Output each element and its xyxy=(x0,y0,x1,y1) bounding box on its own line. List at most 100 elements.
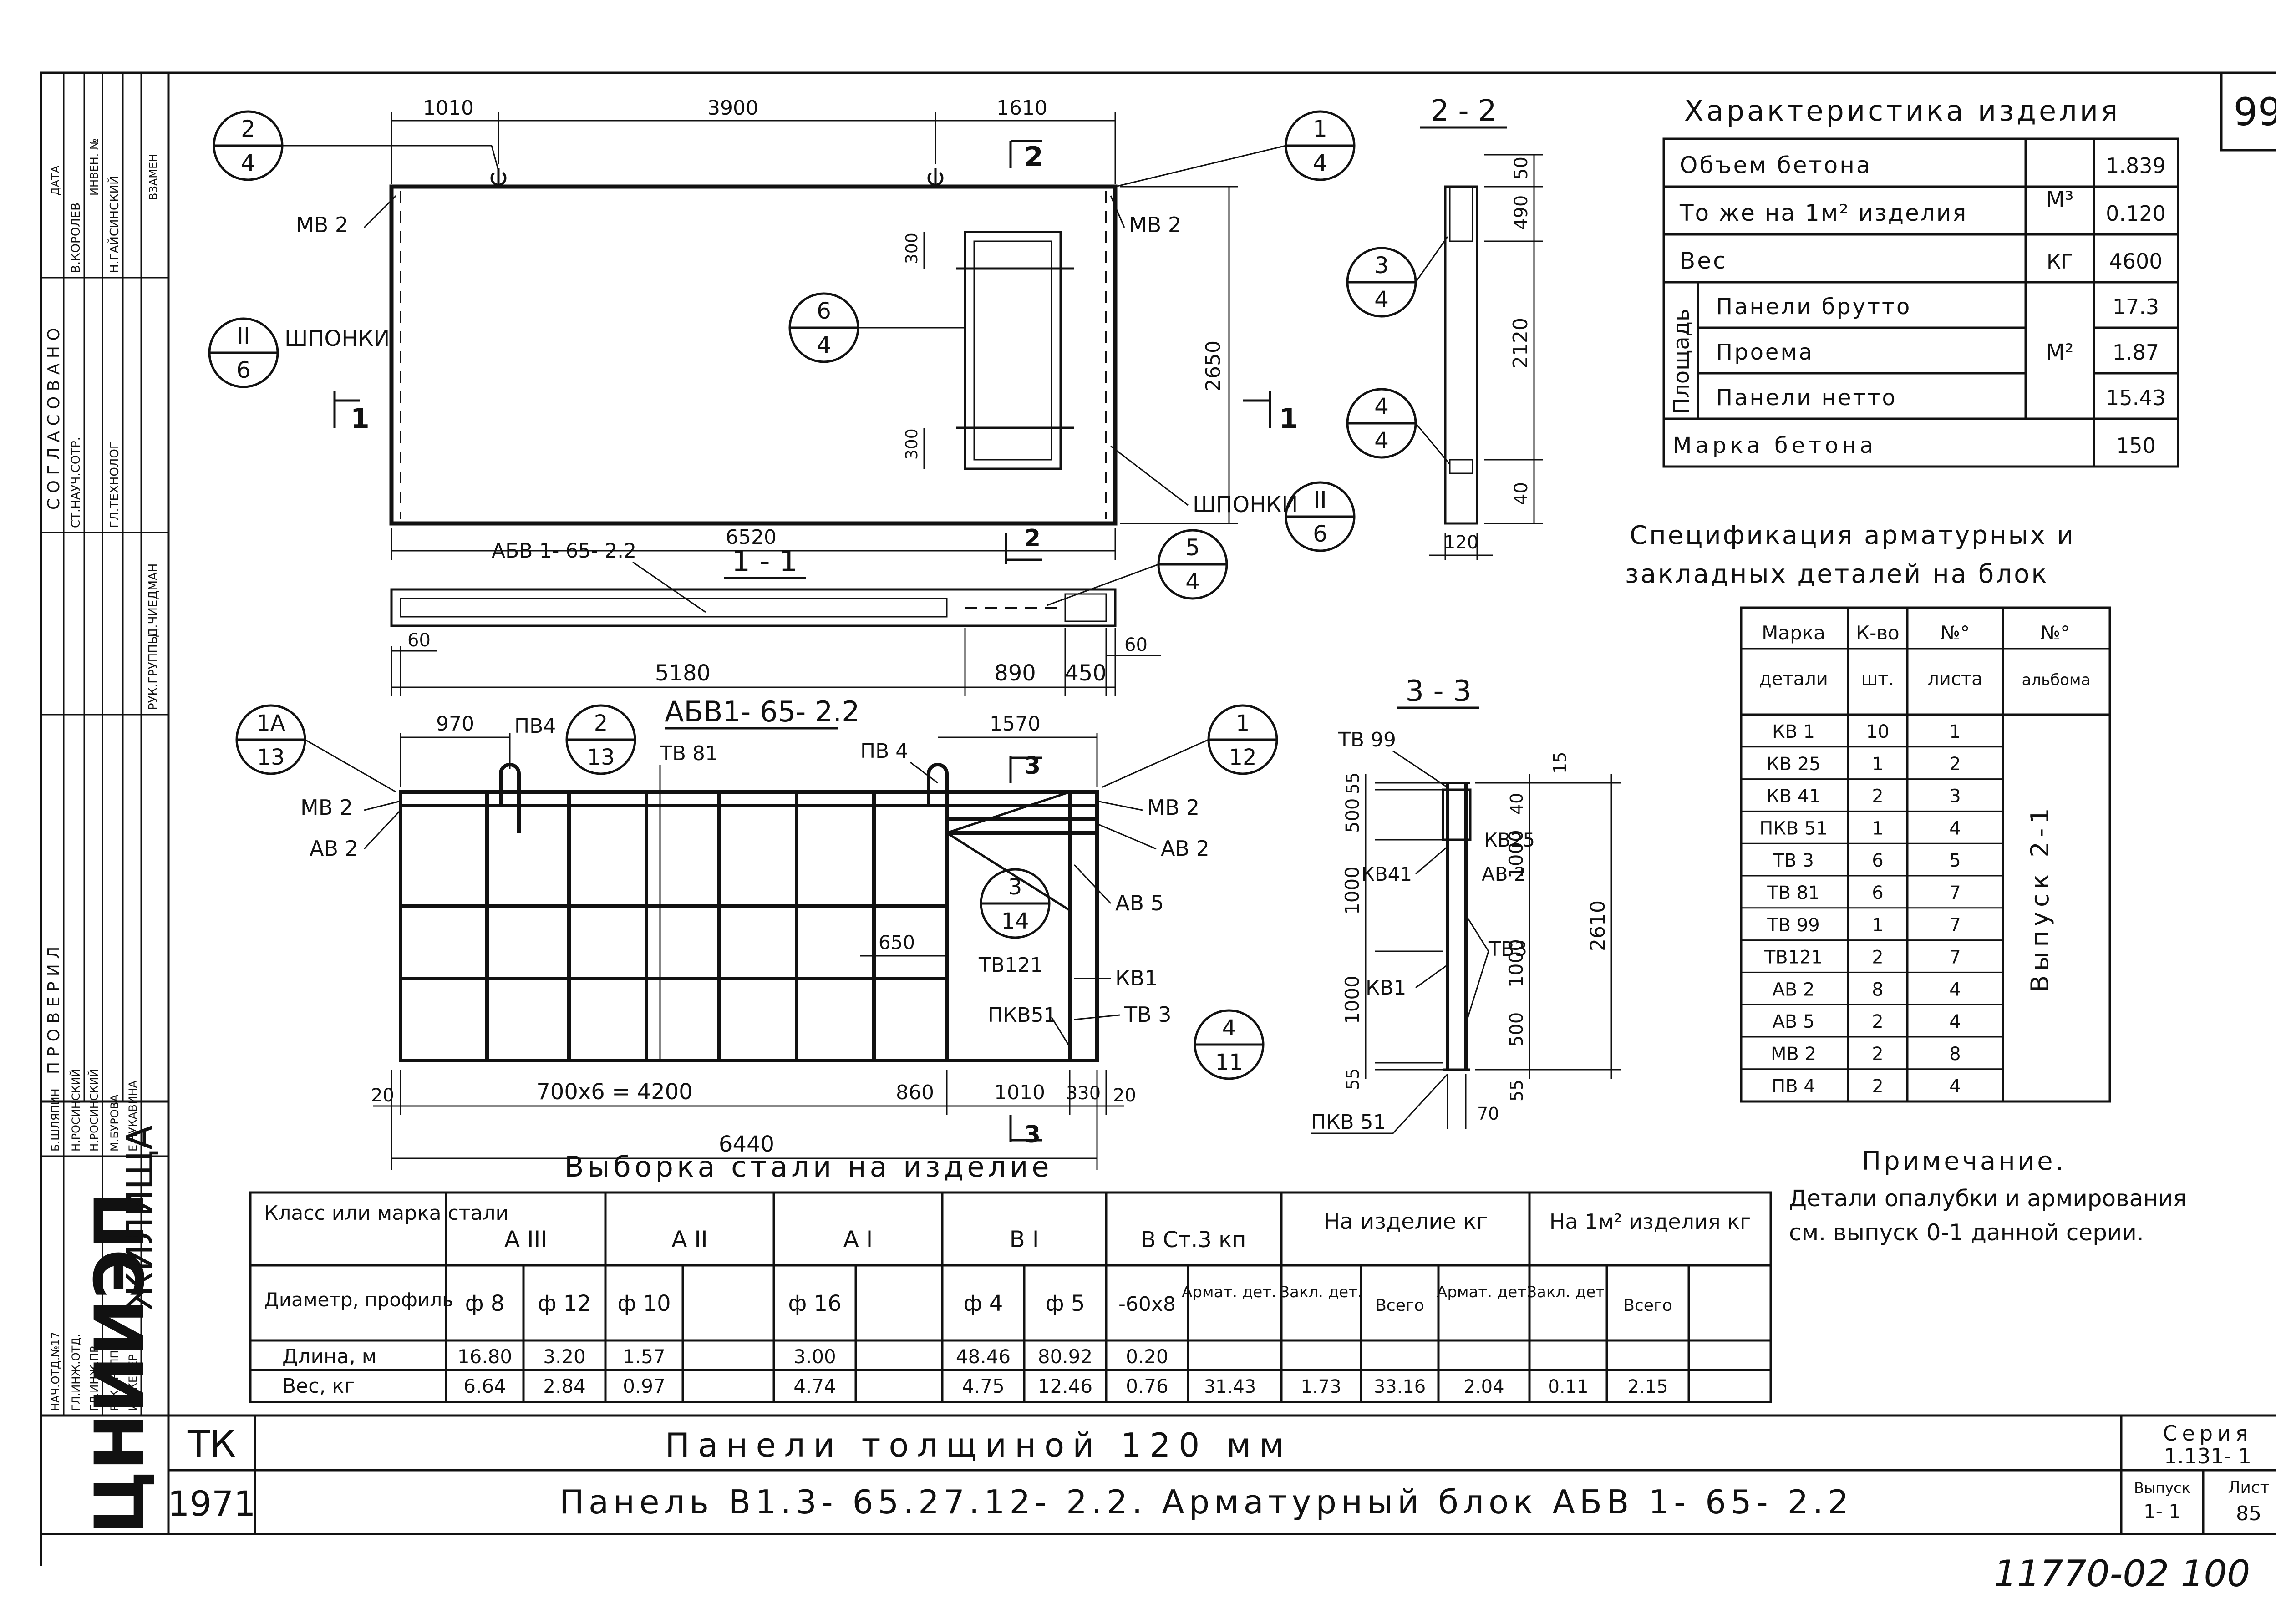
svg-text:2: 2 xyxy=(1024,525,1041,552)
spec-cell: ПКВ 51 xyxy=(1759,818,1828,839)
svg-text:3: 3 xyxy=(1024,752,1041,780)
svg-text:60: 60 xyxy=(407,630,431,651)
svg-text:150: 150 xyxy=(2116,433,2156,458)
svg-text:На 1м² изделия кг: На 1м² изделия кг xyxy=(1550,1209,1751,1234)
svg-text:4: 4 xyxy=(1374,393,1389,420)
svg-text:Закл. дет.: Закл. дет. xyxy=(1527,1283,1610,1301)
svg-text:АБВ1- 65- 2.2: АБВ1- 65- 2.2 xyxy=(665,695,860,728)
svg-text:ШПОНКИ: ШПОНКИ xyxy=(1193,492,1298,518)
section-2-2-callout-3-4: 3 4 xyxy=(1346,236,1448,318)
spec-cell: КВ 1 xyxy=(1772,721,1815,742)
svg-text:ф 8: ф 8 xyxy=(465,1291,505,1316)
svg-text:15: 15 xyxy=(1550,752,1570,774)
svg-text:Серия: Серия xyxy=(2163,1421,2252,1446)
svg-text:ПВ4: ПВ4 xyxy=(514,715,556,738)
spec-cell: АВ 2 xyxy=(1773,979,1815,1000)
steel-total-cell: 33.16 xyxy=(1374,1376,1426,1397)
svg-text:6: 6 xyxy=(236,357,251,383)
svg-text:КВ1: КВ1 xyxy=(1115,966,1158,990)
svg-text:50: 50 xyxy=(1511,157,1532,180)
svg-text:1000: 1000 xyxy=(1341,975,1363,1024)
svg-text:КВ1: КВ1 xyxy=(1366,976,1406,1000)
svg-text:АВ 2: АВ 2 xyxy=(1161,836,1209,861)
plan-callout-1-4: 1 4 xyxy=(1115,110,1356,188)
svg-text:Лист: Лист xyxy=(2228,1478,2269,1497)
spec-cell: 7 xyxy=(1949,883,1961,903)
steel-weight-cell: 6.64 xyxy=(463,1375,506,1397)
svg-text:ТВ 99: ТВ 99 xyxy=(1338,728,1396,751)
svg-text:970: 970 xyxy=(436,712,474,736)
svg-text:20: 20 xyxy=(1113,1085,1136,1106)
specification-table: Спецификация арматурных и закладных дета… xyxy=(1625,521,2111,1103)
svg-text:АВ 2: АВ 2 xyxy=(1482,863,1526,885)
spec-cell: 2 xyxy=(1872,947,1883,968)
svg-text:В.КОРОЛЕВ: В.КОРОЛЕВ xyxy=(69,203,83,273)
svg-text:2120: 2120 xyxy=(1509,318,1532,369)
spec-cell: 1 xyxy=(1872,754,1883,775)
spec-cell: 2 xyxy=(1872,1076,1883,1097)
spec-cell: ТВ 99 xyxy=(1767,915,1820,936)
svg-text:1010: 1010 xyxy=(994,1081,1045,1104)
svg-text:закладных деталей на блок: закладных деталей на блок xyxy=(1625,559,2048,589)
svg-text:1А: 1А xyxy=(256,710,285,736)
steel-weight-cell: 12.46 xyxy=(1038,1375,1092,1397)
block-callout-4-11: 4 11 xyxy=(1194,1009,1265,1080)
svg-text:Панели нетто: Панели нетто xyxy=(1716,385,1897,411)
block-callout-1-12: 1 12 xyxy=(1101,704,1278,788)
svg-text:детали: детали xyxy=(1759,669,1828,690)
steel-total-cell: 1.73 xyxy=(1301,1376,1341,1397)
svg-text:1.839: 1.839 xyxy=(2106,153,2166,178)
svg-text:55: 55 xyxy=(1507,1080,1527,1101)
svg-text:ТВ 3: ТВ 3 xyxy=(1124,1002,1172,1027)
svg-text:-60х8: -60х8 xyxy=(1118,1293,1176,1316)
svg-text:300: 300 xyxy=(903,233,921,264)
svg-text:85: 85 xyxy=(2236,1502,2261,1525)
block-callout-3-14: 3 14 xyxy=(980,868,1051,939)
svg-text:ГЛ.ИНЖ.ПР.: ГЛ.ИНЖ.ПР. xyxy=(88,1343,101,1411)
svg-text:40: 40 xyxy=(1511,482,1532,505)
svg-text:РУК.ГРУППЫ: РУК.ГРУППЫ xyxy=(147,634,160,710)
svg-text:3 - 3: 3 - 3 xyxy=(1405,675,1471,708)
svg-text:Детали опалубки и армирования: Детали опалубки и армирования xyxy=(1789,1185,2187,1212)
svg-text:В I: В I xyxy=(1010,1226,1039,1253)
spec-cell: ПВ 4 xyxy=(1772,1076,1815,1097)
svg-text:Вес, кг: Вес, кг xyxy=(282,1375,355,1398)
svg-text:0.120: 0.120 xyxy=(2106,201,2166,226)
svg-text:4: 4 xyxy=(817,332,831,358)
left-stamp-strip: С О Г Л А С О В А Н О П Р О В Е Р И Л СТ… xyxy=(40,71,170,1535)
spec-cell: 2 xyxy=(1872,786,1883,807)
plan-callout-II-6-left: II 6 xyxy=(208,317,279,388)
block-callout-2-13: 2 13 xyxy=(565,704,636,775)
svg-text:альбома: альбома xyxy=(2022,671,2091,689)
svg-text:1- 1: 1- 1 xyxy=(2144,1500,2181,1522)
svg-text:2: 2 xyxy=(1024,141,1043,173)
steel-length-cell: 3.20 xyxy=(543,1345,586,1368)
svg-text:Длина, м: Длина, м xyxy=(282,1345,377,1368)
spec-cell: 10 xyxy=(1866,721,1890,742)
svg-text:Армат. дет.: Армат. дет. xyxy=(1182,1283,1276,1301)
svg-text:3: 3 xyxy=(1374,252,1389,279)
steel-weight-cell: 4.74 xyxy=(793,1375,836,1397)
svg-text:Вес: Вес xyxy=(1680,248,1727,274)
spec-cell: 1 xyxy=(1872,915,1883,936)
svg-text:ПКВ 51: ПКВ 51 xyxy=(1311,1111,1386,1134)
steel-length-cell: 1.57 xyxy=(623,1345,666,1368)
svg-text:Б.ШЛЯПИН: Б.ШЛЯПИН xyxy=(49,1088,62,1152)
spec-cell: 8 xyxy=(1949,1044,1961,1065)
svg-text:700х6 = 4200: 700х6 = 4200 xyxy=(536,1079,692,1105)
block-callout-1A-13: 1А 13 xyxy=(235,704,396,793)
characteristics-table: Характеристика изделия Объем бетона 1.83… xyxy=(1662,94,2179,468)
steel-weight-cell: 0.97 xyxy=(623,1375,666,1397)
svg-text:300: 300 xyxy=(903,428,921,460)
section-2-2-callout-4-4: 4 4 xyxy=(1346,388,1451,465)
svg-text:Панели толщиной 120 мм: Панели толщиной 120 мм xyxy=(665,1426,1292,1464)
svg-text:К-во: К-во xyxy=(1856,622,1899,644)
svg-text:П Р О В Е Р И Л: П Р О В Е Р И Л xyxy=(45,947,63,1074)
org-logo: ЦНИИЭП xyxy=(81,1192,160,1534)
svg-text:ЖИЛИЩА: ЖИЛИЩА xyxy=(119,1125,161,1311)
svg-text:70: 70 xyxy=(1477,1104,1499,1124)
svg-text:1000: 1000 xyxy=(1341,866,1363,915)
svg-text:ШПОНКИ: ШПОНКИ xyxy=(284,326,390,351)
